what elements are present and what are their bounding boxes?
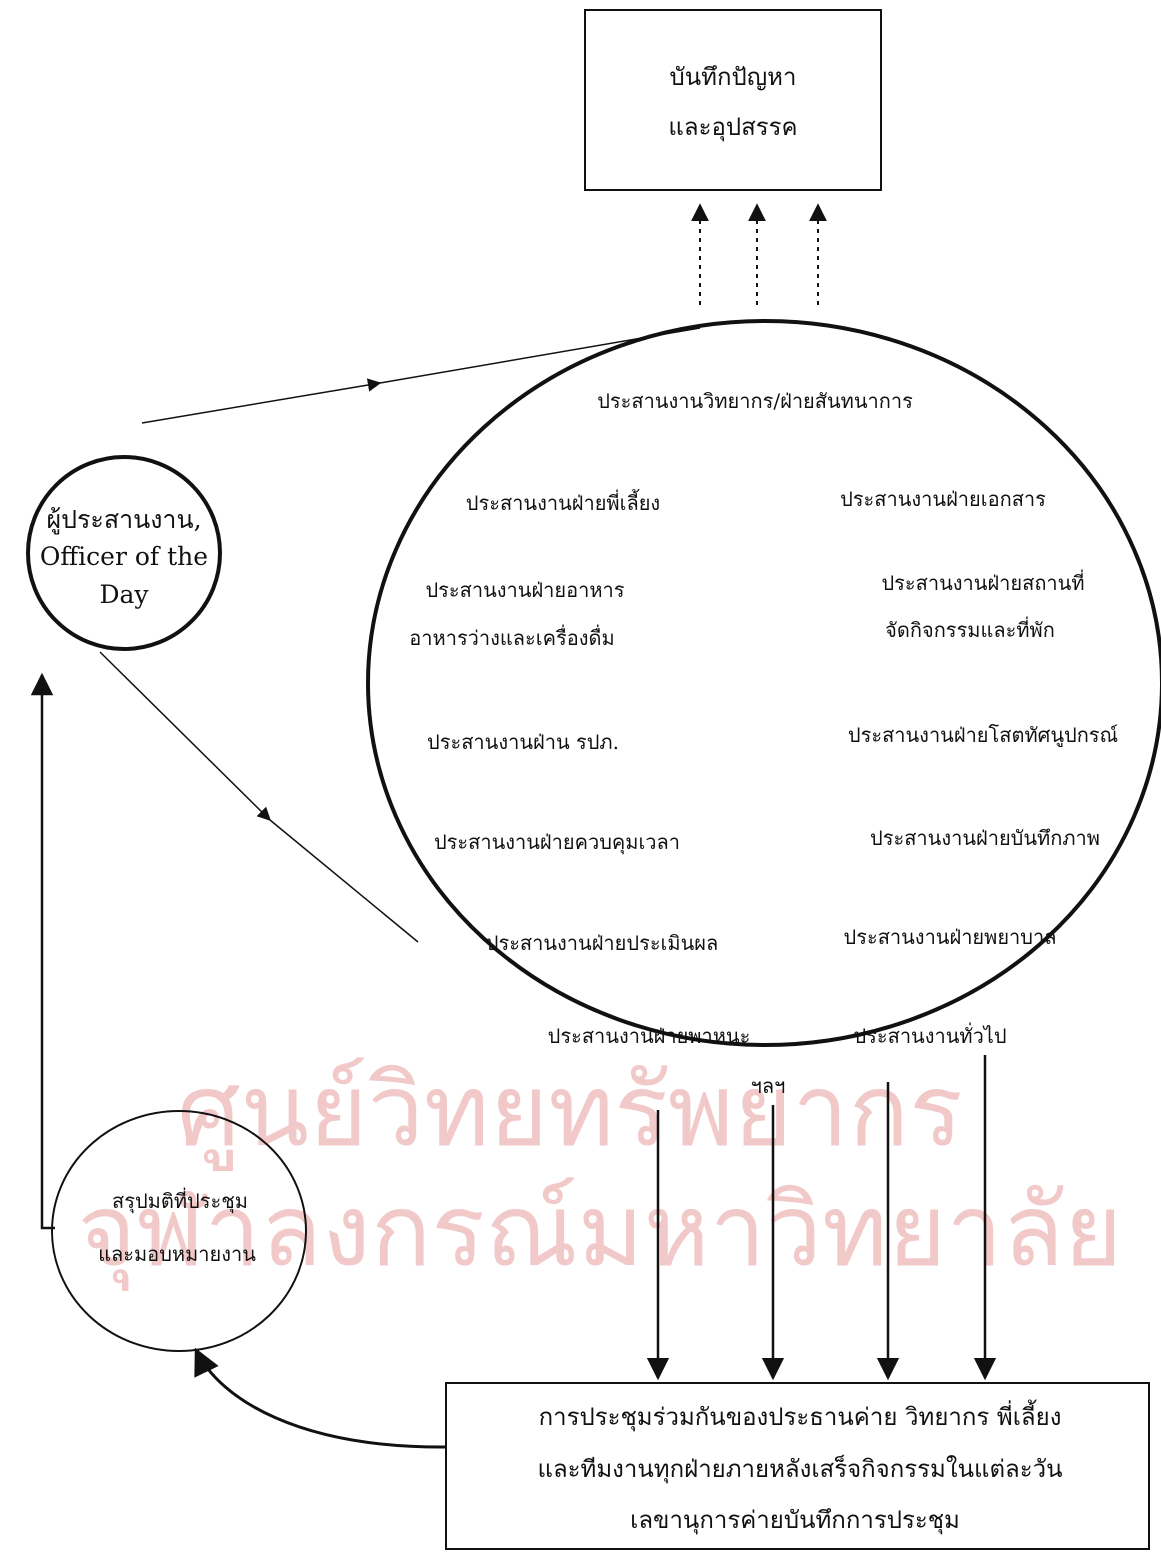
summary-line-1: สรุปมติที่ประชุม (112, 1187, 248, 1214)
officer-line-2: Officer of the (40, 542, 208, 571)
coord-left-2-line-2: อาหารว่างและเครื่องดื่ม (409, 624, 614, 650)
coordination-circle: ประสานงานวิทยากร/ฝ่ายสันทนาการ ประสานงาน… (366, 319, 1161, 1098)
officer-circle: ผู้ประสานงาน, Officer of the Day (26, 455, 222, 651)
coord-right-2-line-1: ประสานงานฝ่ายสถานที่ (881, 569, 1084, 595)
officer-line-1: ผู้ประสานงาน, (46, 505, 201, 535)
coord-etc: ฯลฯ (751, 1074, 786, 1098)
coord-right-5: ประสานงานฝ่ายพยาบาล (844, 925, 1057, 949)
coord-left-1: ประสานงานฝ่ายพี่เลี้ยง (466, 489, 660, 515)
officer-lower-arrow (99, 651, 271, 821)
coord-right-4: ประสานงานฝ่ายบันทึกภาพ (870, 826, 1100, 850)
watermark: ศูนย์วิทยทรัพยากร จุฬาลงกรณ์มหาวิทยาลัย (78, 1052, 1123, 1292)
meeting-line-1: การประชุมร่วมกันของประธานค่าย วิทยากร พี… (539, 1399, 1062, 1432)
meeting-line-3: เลขานุการค่ายบันทึกการประชุม (630, 1506, 960, 1535)
watermark-line-1: ศูนย์วิทยทรัพยากร (177, 1052, 963, 1171)
meeting-arrows (646, 1055, 997, 1381)
coord-right-6: ประสานงานทั่วไป (853, 1022, 1006, 1048)
meeting-box: การประชุมร่วมกันของประธานค่าย วิทยากร พี… (445, 1382, 1150, 1550)
officer-connectors (99, 327, 701, 943)
meeting-line-2: และทีมงานทุกฝ่ายภายหลังเสร็จกิจกรรมในแต่… (537, 1454, 1062, 1484)
watermark-line-2: จุฬาลงกรณ์มหาวิทยาลัย (78, 1172, 1123, 1292)
summary-circle: สรุปมติที่ประชุม และมอบหมายงาน (51, 1110, 307, 1352)
coord-left-5: ประสานงานฝ่ายประเมินผล (486, 931, 718, 955)
problem-box-line-2: และอุปสรรค (668, 113, 797, 142)
officer-upper-arrow (141, 378, 382, 424)
meeting-to-summary-arrow (194, 1347, 447, 1449)
summary-to-officer-arrow (30, 672, 55, 1230)
coord-left-4: ประสานงานฝ่ายควบคุมเวลา (434, 830, 680, 855)
coord-left-2-line-1: ประสานงานฝ่ายอาหาร (425, 578, 624, 602)
coord-right-2-line-2: จัดกิจกรรมและที่พัก (885, 616, 1055, 642)
coord-right-1: ประสานงานฝ่ายเอกสาร (840, 487, 1046, 511)
coord-right-3: ประสานงานฝ่ายโสตทัศนูปกรณ์ (848, 723, 1118, 748)
officer-upper-line (379, 327, 701, 384)
officer-lower-line (269, 819, 419, 943)
problem-box: บันทึกปัญหา และอุปสรรค (584, 9, 882, 191)
summary-line-2: และมอบหมายงาน (98, 1242, 256, 1266)
coord-left-3: ประสานงานฝ่าน รปภ. (427, 730, 619, 754)
coord-left-6: ประสานงานฝ่ายพาหนะ (548, 1024, 751, 1048)
problem-box-line-1: บันทึกปัญหา (670, 63, 797, 91)
report-arrows (691, 203, 827, 305)
officer-line-3: Day (99, 580, 149, 609)
coord-top: ประสานงานวิทยากร/ฝ่ายสันทนาการ (597, 389, 913, 413)
